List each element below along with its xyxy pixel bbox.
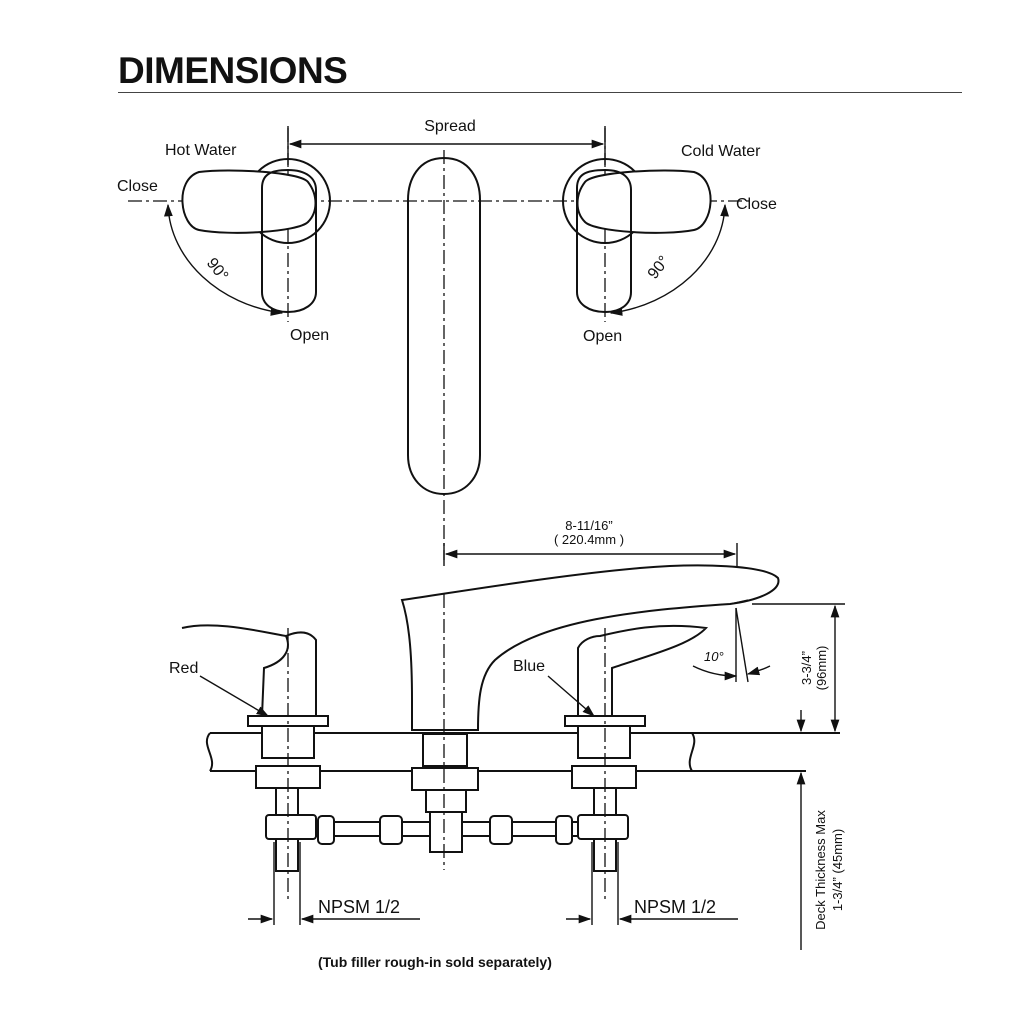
hot-water-label: Hot Water [165, 142, 237, 159]
deck-break-right [688, 732, 696, 772]
reach-metric-label: ( 220.4mm ) [554, 532, 624, 547]
height-metric-label: (96mm) [814, 646, 829, 691]
open-left-label: Open [290, 327, 329, 344]
page-title: DIMENSIONS [118, 50, 348, 91]
angle-arrow-left [692, 665, 738, 681]
spread-label: Spread [424, 118, 476, 135]
angle-arrow-right [746, 665, 771, 676]
cold-handle-top [562, 158, 712, 314]
spout-body [400, 564, 780, 731]
deck-break-left [205, 732, 213, 772]
cold-rotation-arc [609, 203, 729, 316]
spout-top-outline [407, 156, 481, 496]
deck-thickness-label: Deck Thickness Max [813, 810, 828, 930]
title-rule [118, 92, 962, 93]
angle-right-label: 90° [645, 253, 673, 283]
spout-aerator [729, 599, 749, 605]
hot-handle-top [181, 158, 331, 314]
red-leader [199, 675, 270, 717]
supply-pipes [315, 815, 579, 845]
red-label: Red [169, 660, 198, 677]
flow-angle-label: 10° [704, 649, 724, 664]
red-handle-side [181, 624, 329, 872]
spout-shank [411, 733, 479, 853]
deck-thickness-value: 1-3/4” (45mm) [830, 829, 845, 911]
npsm-right-label: NPSM 1/2 [634, 897, 716, 917]
blue-label: Blue [513, 658, 545, 675]
top-view: Spread Hot Water Cold Water Close Close … [117, 118, 777, 560]
close-right-label: Close [736, 196, 777, 213]
hot-rotation-arc [164, 203, 284, 316]
npsm-left-label: NPSM 1/2 [318, 897, 400, 917]
open-right-label: Open [583, 328, 622, 345]
cold-water-label: Cold Water [681, 143, 761, 160]
footer-note: (Tub filler rough-in sold separately) [318, 954, 552, 970]
side-view: 8-11/16” ( 220.4mm ) 10° 3-3/4” (96mm) D… [169, 518, 845, 970]
blue-leader [547, 675, 595, 717]
blue-handle-side [564, 624, 709, 872]
height-imperial-label: 3-3/4” [799, 651, 814, 685]
close-left-label: Close [117, 178, 158, 195]
flow-angle-line [735, 607, 749, 683]
reach-imperial-label: 8-11/16” [565, 518, 612, 533]
